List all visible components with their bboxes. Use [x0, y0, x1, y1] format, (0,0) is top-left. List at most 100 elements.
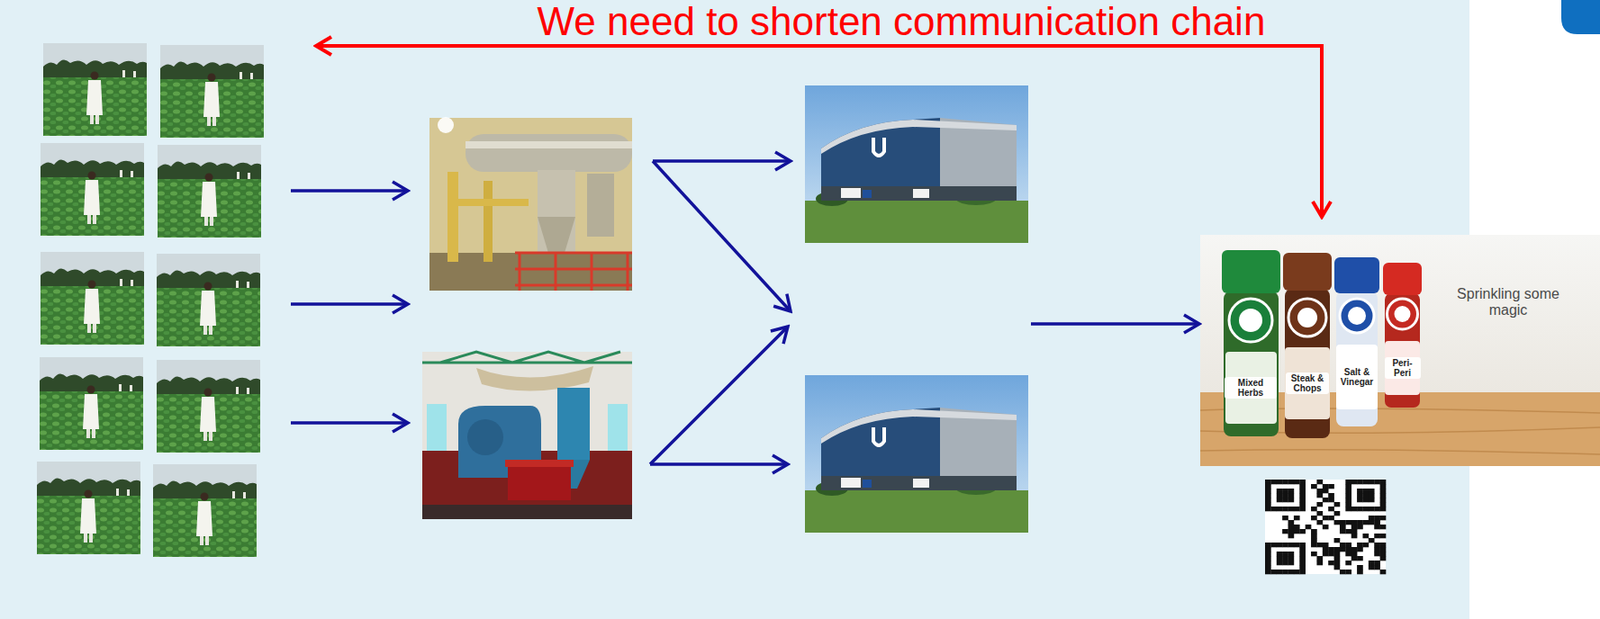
qr-code — [1265, 479, 1386, 575]
qr-module — [1334, 520, 1341, 525]
qr-module — [1334, 551, 1341, 557]
processing-plant-photo-part-part — [515, 284, 633, 288]
jar-label: Steak & Chops — [1285, 372, 1329, 395]
product-banner-image-part — [1221, 250, 1281, 437]
qr-module — [1282, 479, 1289, 485]
qr-module — [1380, 556, 1387, 561]
processing-plant-photo-part — [467, 419, 504, 456]
product-banner-image — [1200, 235, 1600, 467]
qr-module — [1345, 569, 1352, 575]
qr-module — [1265, 569, 1272, 575]
qr-module — [1282, 551, 1289, 557]
qr-module — [1299, 560, 1306, 566]
farmer-photos-part — [36, 461, 141, 555]
qr-module — [1334, 565, 1341, 570]
qr-module — [1293, 515, 1301, 521]
qr-module — [1339, 520, 1347, 525]
qr-module — [1345, 547, 1352, 552]
qr-module — [1339, 529, 1347, 534]
qr-module — [1328, 497, 1335, 503]
qr-module — [1288, 488, 1295, 494]
qr-module — [1322, 524, 1329, 530]
qr-module — [1293, 542, 1301, 548]
qr-module — [1305, 524, 1312, 530]
qr-module — [1339, 524, 1347, 530]
farmer-photos-part — [40, 252, 145, 345]
qr-module — [1345, 502, 1352, 507]
jar-label: Mixed Herbs — [1226, 378, 1275, 398]
qr-module — [1380, 524, 1387, 530]
qr-module — [1351, 551, 1358, 557]
processing-plant-photo-part-part — [515, 252, 633, 255]
qr-module — [1265, 542, 1272, 548]
qr-module — [1270, 542, 1277, 548]
qr-module — [1270, 506, 1277, 512]
qr-module — [1356, 493, 1364, 498]
qr-module — [1265, 497, 1272, 503]
qr-module — [1339, 542, 1347, 548]
qr-module — [1265, 479, 1272, 485]
qr-module — [1265, 493, 1272, 498]
qr-module — [1322, 547, 1329, 552]
flow-arrows — [290, 161, 1200, 465]
qr-module — [1362, 479, 1369, 485]
qr-module — [1265, 547, 1272, 552]
qr-module — [1299, 556, 1306, 561]
qr-module — [1334, 502, 1341, 507]
qr-module — [1328, 515, 1335, 521]
qr-module — [1356, 479, 1364, 485]
corner-logo-shape — [1561, 0, 1600, 35]
processing-plant-photo-part — [537, 216, 576, 254]
qr-module — [1276, 497, 1284, 503]
qr-module — [1368, 497, 1375, 503]
qr-module — [1299, 479, 1306, 485]
jar-label: Salt & Vinegar — [1338, 367, 1375, 388]
qr-module — [1322, 488, 1329, 494]
product-banner-image-part-part — [1384, 293, 1420, 408]
product-banner-image-part-part — [1394, 306, 1411, 323]
processing-plant-photo-part — [537, 170, 576, 254]
tagline-text: Sprinkling some magic — [1449, 286, 1567, 318]
qr-module — [1310, 538, 1318, 543]
qr-module — [1368, 565, 1375, 570]
qr-module — [1356, 488, 1364, 494]
qr-module — [1351, 556, 1358, 561]
qr-module — [1276, 479, 1284, 485]
qr-module — [1351, 506, 1358, 512]
qr-module — [1310, 529, 1318, 534]
qr-module — [1265, 560, 1272, 566]
processing-plant-photo-part — [422, 505, 633, 520]
qr-module — [1282, 488, 1289, 494]
qr-module — [1334, 511, 1341, 516]
qr-module — [1265, 551, 1272, 557]
qr-module — [1288, 529, 1295, 534]
product-banner-image-part-part — [1200, 450, 1600, 455]
qr-module — [1299, 488, 1306, 494]
qr-module — [1299, 502, 1306, 507]
qr-module — [1345, 560, 1352, 566]
qr-module — [1288, 533, 1295, 539]
qr-module — [1316, 560, 1323, 566]
qr-module — [1345, 520, 1352, 525]
qr-module — [1339, 547, 1347, 552]
qr-module — [1310, 515, 1318, 521]
qr-module — [1380, 515, 1387, 521]
qr-module — [1345, 493, 1352, 498]
factory-building-photo — [804, 375, 1029, 534]
qr-module — [1368, 506, 1375, 512]
qr-module — [1282, 542, 1289, 548]
qr-module — [1316, 520, 1323, 525]
qr-module — [1282, 515, 1289, 521]
qr-module — [1282, 529, 1289, 534]
processing-plant-photo-part — [426, 404, 447, 452]
qr-module — [1362, 497, 1369, 503]
qr-module — [1322, 515, 1329, 521]
qr-module — [1356, 524, 1364, 530]
qr-module — [1380, 506, 1387, 512]
flow-arrows-part — [290, 421, 408, 425]
qr-module — [1288, 542, 1295, 548]
qr-module — [1282, 493, 1289, 498]
processing-plant-photo-part — [429, 117, 633, 291]
qr-module — [1380, 484, 1387, 489]
qr-module — [1293, 506, 1301, 512]
